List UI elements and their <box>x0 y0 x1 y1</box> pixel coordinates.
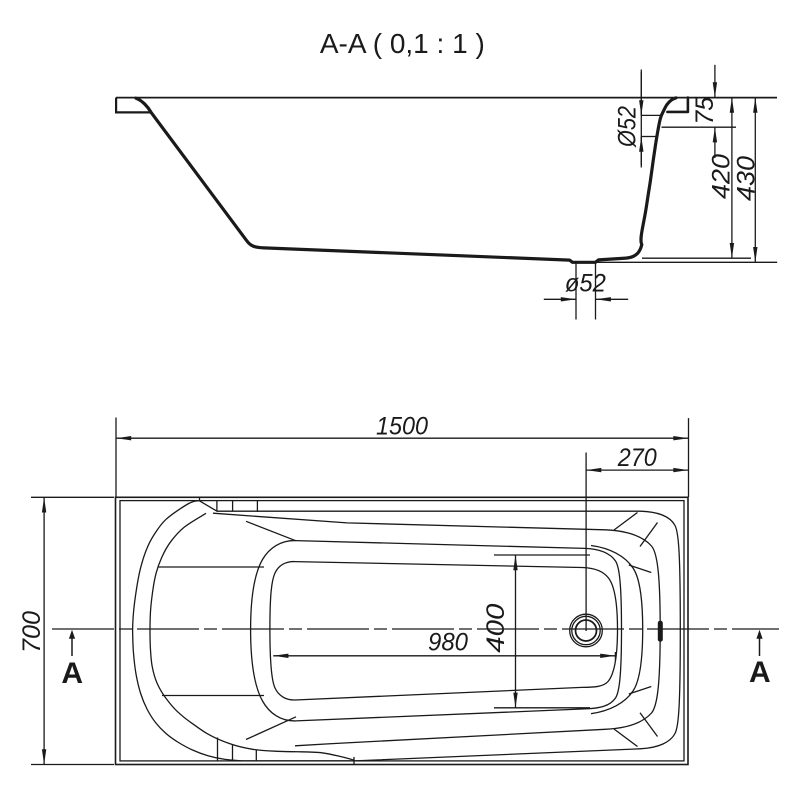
svg-text:270: 270 <box>617 444 657 472</box>
svg-text:ø52: ø52 <box>565 270 606 298</box>
svg-text:400: 400 <box>482 604 510 653</box>
svg-text:420: 420 <box>708 154 736 199</box>
svg-text:700: 700 <box>18 611 46 653</box>
svg-text:75: 75 <box>691 97 719 125</box>
svg-text:1500: 1500 <box>376 413 428 441</box>
svg-text:A: A <box>61 657 83 690</box>
svg-text:A-A ( 0,1 : 1 ): A-A ( 0,1 : 1 ) <box>320 28 485 59</box>
svg-text:430: 430 <box>733 156 761 201</box>
svg-text:A: A <box>749 656 771 689</box>
svg-text:Ø52: Ø52 <box>614 106 642 148</box>
svg-text:980: 980 <box>428 629 468 657</box>
